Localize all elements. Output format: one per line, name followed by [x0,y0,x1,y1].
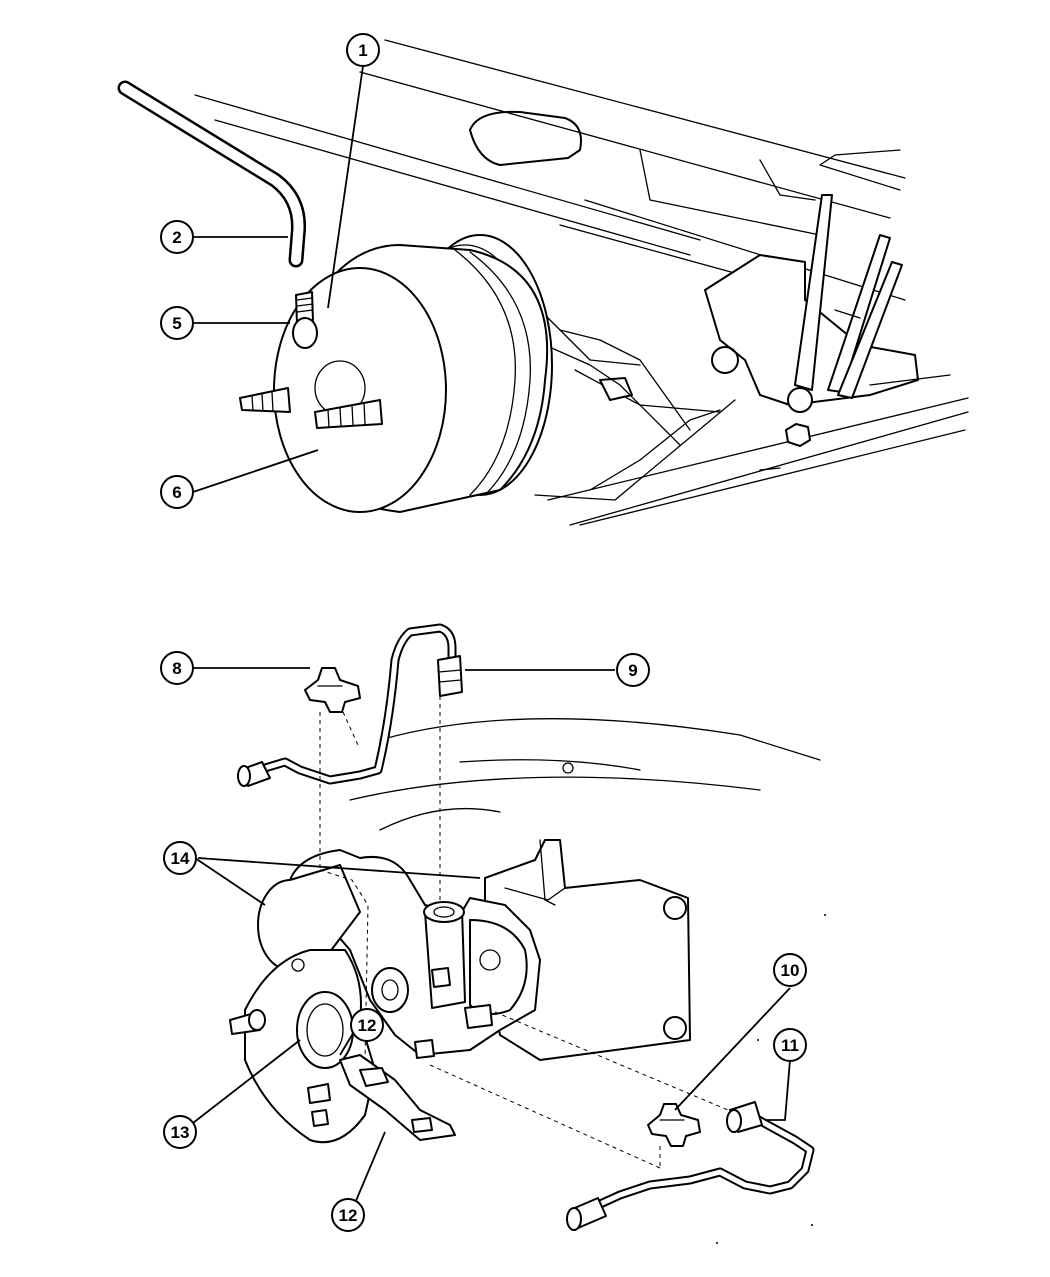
callout-1-label: 1 [358,41,367,60]
brake-line-lower [566,1101,815,1231]
callout-5: 5 [160,306,194,340]
callout-14-label: 14 [171,849,190,868]
check-valve [292,291,318,349]
callout-11-label: 11 [781,1036,799,1055]
callout-2-label: 2 [172,228,181,247]
callout-13: 13 [163,1115,197,1149]
brake-booster [239,234,553,513]
callout-6-label: 6 [172,483,181,502]
brake-line-upper [237,623,463,787]
callout-9-label: 9 [628,661,637,680]
print-specks [716,914,826,1244]
callout-5-label: 5 [172,314,181,333]
callout-12-upper-label: 12 [358,1016,377,1035]
callout-14: 14 [163,841,197,875]
callout-2: 2 [160,220,194,254]
callout-8-label: 8 [172,659,181,678]
callout-12-upper: 12 [350,1008,384,1042]
callout-13-label: 13 [171,1123,190,1142]
master-cylinder [229,849,541,1144]
callout-1: 1 [346,33,380,67]
callout-11: 11 [773,1028,807,1062]
line-clip-lower [647,1103,701,1147]
callout-9: 9 [616,653,650,687]
vacuum-hose [117,80,307,268]
vehicle-body-structure [194,39,969,526]
callout-12-lower-label: 12 [339,1206,358,1225]
callout-10: 10 [773,953,807,987]
callout-12-lower: 12 [331,1198,365,1232]
line-clip-upper [304,667,361,713]
fender-outline [349,718,821,831]
callout-8: 8 [160,651,194,685]
callout-10-label: 10 [781,961,800,980]
callout-6: 6 [160,475,194,509]
